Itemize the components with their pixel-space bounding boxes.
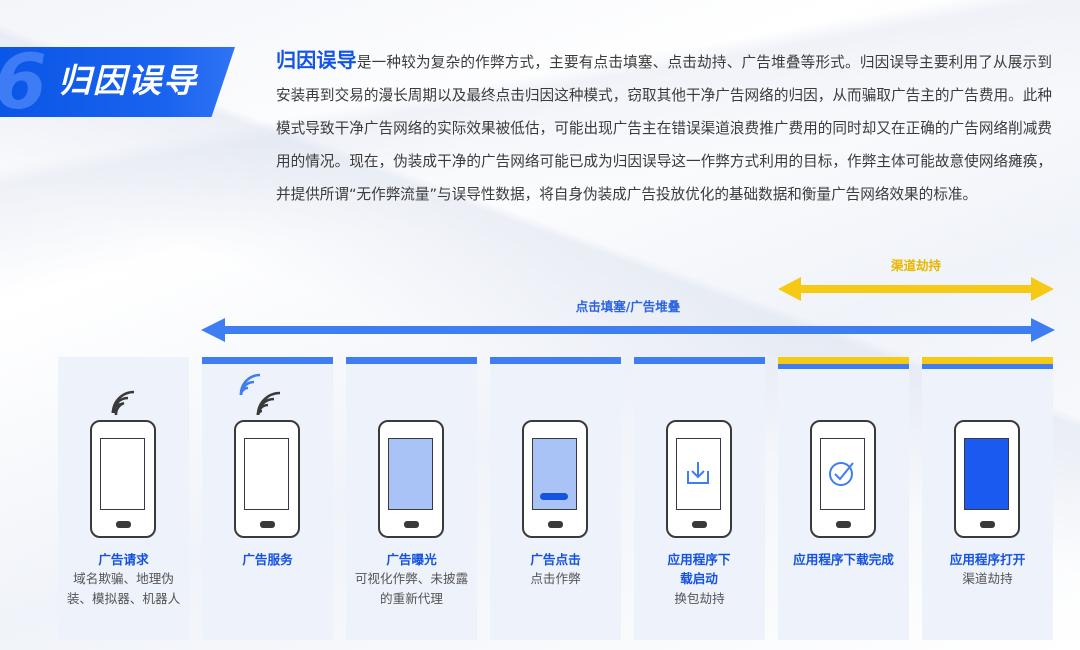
description-paragraph: 归因误导是一种较为复杂的作弊方式，主要有点击填塞、点击劫持、广告堆叠等形式。归因… (276, 44, 1052, 211)
stage-subtitle: 可视化作弊、未披露的重新代理 (354, 571, 469, 606)
paragraph-body: 是一种较为复杂的作弊方式，主要有点击填塞、点击劫持、广告堆叠等形式。归因误导主要… (276, 54, 1052, 203)
phone-icon (954, 420, 1020, 538)
phone-home-button (404, 521, 419, 528)
stage-card-app-download-complete: 应用程序下载完成 (778, 357, 909, 640)
section-title: 归因误导 (58, 61, 198, 100)
phone-home-button (260, 521, 275, 528)
stage-card-app-open: 应用程序打开 渠道劫持 (922, 357, 1053, 640)
stage-bar-yellow (922, 357, 1053, 364)
phone-icon (810, 420, 876, 538)
section-number: 6 (0, 44, 47, 120)
phone-home-button (692, 521, 707, 528)
stage-card-ad-click: 广告点击 点击作弊 (490, 357, 621, 640)
stage-subtitle: 域名欺骗、地理伪装、模拟器、机器人 (66, 571, 181, 606)
click-button-icon (540, 493, 568, 500)
stage-subtitle: 渠道劫持 (962, 571, 1013, 586)
phone-screen (820, 438, 865, 510)
stage-bar-blue (778, 364, 909, 369)
double-signal-icon (239, 373, 281, 416)
stage-title: 应用程序下载完成 (793, 552, 894, 567)
phone-screen (676, 438, 721, 510)
phone-screen-filled (388, 438, 433, 510)
blue-arrow (201, 318, 1055, 342)
stage-bar-blue (922, 364, 1053, 369)
stage-title: 广告曝光 (386, 552, 437, 567)
download-icon (687, 462, 709, 484)
stage-subtitle: 点击作弊 (530, 571, 581, 586)
stage-card-ad-request: 广告请求 域名欺骗、地理伪装、模拟器、机器人 (58, 357, 189, 640)
phone-icon (522, 420, 588, 538)
stage-bar-blue (490, 357, 621, 364)
stage-bar-blue (202, 357, 333, 364)
stage-card-app-download-launch: 应用程序下载启动 换包劫持 (634, 357, 765, 640)
stage-title: 应用程序打开 (949, 552, 1026, 567)
stage-title: 广告请求 (98, 552, 149, 567)
stage-title: 应用程序下载启动 (667, 552, 731, 586)
phone-home-button (836, 521, 851, 528)
phone-icon (234, 420, 300, 538)
stage-card-ad-serving: 广告服务 (202, 357, 333, 640)
phone-icon (378, 420, 444, 538)
yellow-arrow (778, 277, 1054, 301)
phone-screen-filled (532, 438, 577, 510)
signal-icon (111, 390, 135, 416)
yellow-arrow-label: 渠道劫持 (890, 258, 941, 273)
paragraph-lead: 归因误导 (276, 48, 357, 72)
phone-home-button (116, 521, 131, 528)
stage-title: 广告点击 (530, 552, 581, 567)
stage-title: 广告服务 (242, 552, 293, 567)
title-badge (0, 47, 235, 117)
stage-bar-yellow (778, 357, 909, 364)
phone-icon (90, 420, 156, 538)
stage-subtitle: 换包劫持 (674, 591, 725, 606)
blue-arrow-label: 点击填塞/广告堆叠 (575, 299, 681, 314)
check-circle-icon (829, 462, 854, 486)
phone-screen (244, 438, 289, 510)
phone-home-button (980, 521, 995, 528)
phone-screen (100, 438, 145, 510)
stage-card-ad-impression: 广告曝光 可视化作弊、未披露的重新代理 (346, 357, 477, 640)
phone-icon (666, 420, 732, 538)
stage-bar-blue (346, 357, 477, 364)
phone-home-button (548, 521, 563, 528)
stage-bar-blue (634, 357, 765, 364)
phone-screen-filled (964, 438, 1009, 510)
